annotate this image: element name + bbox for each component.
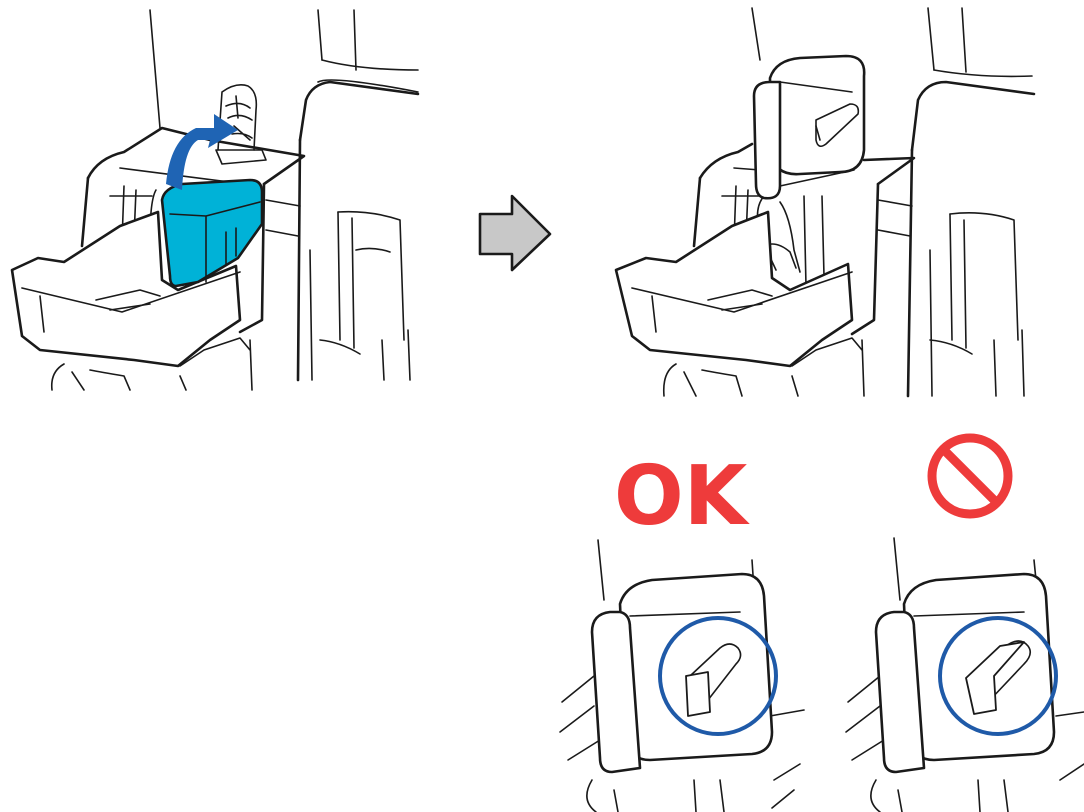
ink-tank-cap-open bbox=[752, 8, 864, 198]
detail-ng bbox=[846, 538, 1084, 812]
right-arrow-icon bbox=[480, 196, 550, 270]
panel-step-1 bbox=[12, 10, 418, 390]
ok-label: OK bbox=[614, 449, 751, 544]
detail-ok bbox=[560, 540, 804, 812]
prohibited-icon bbox=[932, 438, 1008, 514]
panel-step-2 bbox=[616, 8, 1034, 396]
ink-tank-cap bbox=[162, 180, 262, 286]
